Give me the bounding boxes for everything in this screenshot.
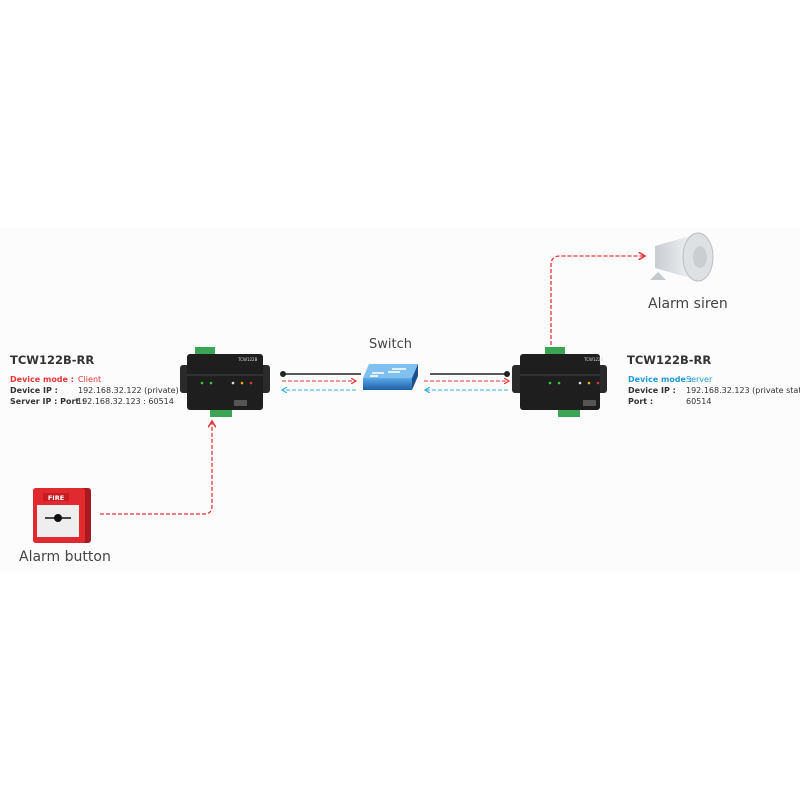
server-device-label: TCW122B	[583, 357, 604, 362]
fire-label: FIRE	[48, 494, 64, 502]
server-device-image: TCW122B	[512, 347, 607, 417]
alarm-siren-icon	[650, 232, 714, 282]
siren-signal-arrow	[550, 256, 645, 345]
server-ip-label: Device IP :	[628, 386, 676, 395]
alarm-button-label: Alarm button	[19, 549, 111, 565]
siren-label: Alarm siren	[648, 296, 728, 312]
client-device-image: TCW122B	[180, 347, 270, 417]
server-ip-value: 192.168.32.123 (private static)	[686, 386, 800, 395]
server-port-value: 60514	[686, 397, 712, 406]
client-device-label: TCW122B	[237, 357, 258, 362]
client-ip-label: Device IP :	[10, 386, 58, 395]
switch-label: Switch	[369, 337, 412, 352]
server-mode-label: Device mode :	[628, 375, 692, 384]
client-ip-value: 192.168.32.122 (private)	[78, 386, 179, 395]
client-title: TCW122B-RR	[10, 353, 95, 367]
ethernet-link-left	[280, 371, 361, 377]
server-port-label: Port :	[628, 397, 654, 406]
client-server-value: 192.168.32.123 : 60514	[77, 397, 174, 406]
alarm-signal-arrow	[100, 421, 212, 515]
server-mode-value: Server	[686, 375, 713, 384]
ethernet-link-right	[430, 371, 510, 377]
client-mode-value: Client	[78, 375, 102, 384]
client-mode-label: Device mode :	[10, 375, 74, 384]
fire-alarm-button-icon: FIRE	[33, 488, 91, 543]
diagram-background	[0, 228, 800, 573]
switch-icon	[363, 364, 418, 390]
server-title: TCW122B-RR	[627, 353, 712, 367]
client-server-label: Server IP : Port :	[10, 397, 86, 406]
